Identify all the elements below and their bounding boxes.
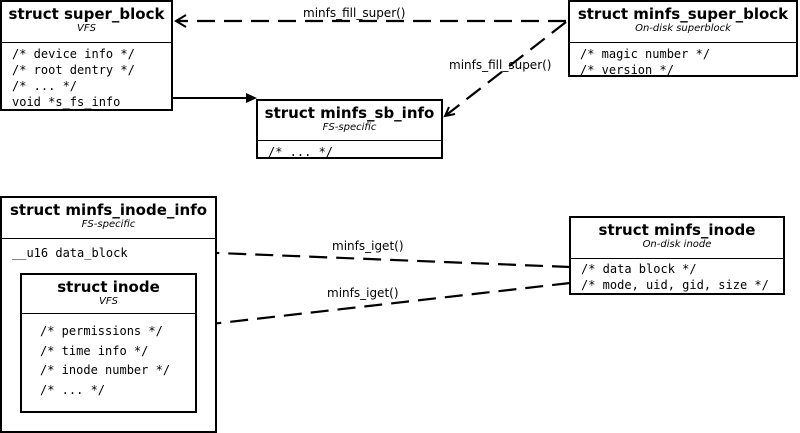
super-block-subtitle: VFS <box>77 23 96 34</box>
iget-label-bottom: minfs_iget() <box>327 286 399 300</box>
minfs-sb-info-field: /* ... */ <box>268 145 334 159</box>
super-block-box: struct super_block VFS /* device info */… <box>0 0 173 111</box>
minfs-inode-fields: /* data block */ /* mode, uid, gid, size… <box>571 259 783 293</box>
minfs-inode-info-field: __u16 data_block <box>12 246 128 260</box>
super-block-field: /* ... */ <box>12 79 78 93</box>
iget-arrow-bottom <box>175 281 571 330</box>
inode-fields: /* permissions */ /* time info */ /* ino… <box>22 314 195 400</box>
minfs-sb-info-subtitle: FS-specific <box>322 122 377 133</box>
minfs-inode-info-title: struct minfs_inode_info <box>9 201 208 219</box>
minfs-sb-info-header: struct minfs_sb_info FS-specific <box>258 101 441 141</box>
super-block-header: struct super_block VFS <box>2 2 171 43</box>
minfs-super-block-title: struct minfs_super_block <box>577 5 789 23</box>
minfs-inode-info-fields: __u16 data_block <box>2 239 215 261</box>
minfs-inode-info-header: struct minfs_inode_info FS-specific <box>2 198 215 239</box>
super-block-title: struct super_block <box>8 5 165 23</box>
minfs-inode-title: struct minfs_inode <box>598 221 756 239</box>
minfs-sb-info-fields: /* ... */ <box>258 141 441 160</box>
minfs-inode-subtitle: On-disk inode <box>642 239 712 250</box>
minfs-inode-info-subtitle: FS-specific <box>81 219 136 230</box>
fill-super-arrowhead-top <box>174 14 187 28</box>
super-block-field: /* root dentry */ <box>12 63 135 77</box>
inode-field: /* inode number */ <box>40 363 171 377</box>
super-block-fields: /* device info */ /* root dentry */ /* .… <box>2 43 171 110</box>
minfs-sb-info-box: struct minfs_sb_info FS-specific /* ... … <box>256 99 443 159</box>
minfs-inode-box: struct minfs_inode On-disk inode /* data… <box>569 216 785 295</box>
fill-super-label-diag: minfs_fill_super() <box>449 58 552 72</box>
s-fs-info-arrowhead <box>246 93 257 103</box>
minfs-inode-field: /* mode, uid, gid, size */ <box>581 278 769 292</box>
iget-label-top: minfs_iget() <box>332 239 404 253</box>
inode-subtitle: VFS <box>99 296 118 307</box>
super-block-field: void *s_fs_info <box>12 95 121 109</box>
super-block-field: /* device info */ <box>12 47 135 61</box>
minfs-super-block-box: struct minfs_super_block On-disk superbl… <box>568 0 798 77</box>
minfs-super-block-header: struct minfs_super_block On-disk superbl… <box>570 2 796 43</box>
inode-box: struct inode VFS /* permissions */ /* ti… <box>20 273 197 413</box>
minfs-super-block-field: /* magic number */ <box>580 47 711 61</box>
inode-header: struct inode VFS <box>22 275 195 314</box>
minfs-super-block-field: /* version */ <box>580 63 674 77</box>
minfs-inode-header: struct minfs_inode On-disk inode <box>571 218 783 259</box>
inode-field: /* time info */ <box>40 343 149 358</box>
minfs-super-block-fields: /* magic number */ /* version */ <box>570 43 796 78</box>
inode-title: struct inode <box>57 278 160 296</box>
minfs-inode-field: /* data block */ <box>581 262 697 276</box>
inode-field: /* permissions */ <box>40 324 163 338</box>
minfs-super-block-subtitle: On-disk superblock <box>635 23 731 34</box>
inode-field: /* ... */ <box>40 382 106 397</box>
minfs-sb-info-title: struct minfs_sb_info <box>264 104 435 122</box>
fill-super-arrowhead-diag <box>443 106 456 118</box>
fill-super-label-top: minfs_fill_super() <box>303 6 406 20</box>
